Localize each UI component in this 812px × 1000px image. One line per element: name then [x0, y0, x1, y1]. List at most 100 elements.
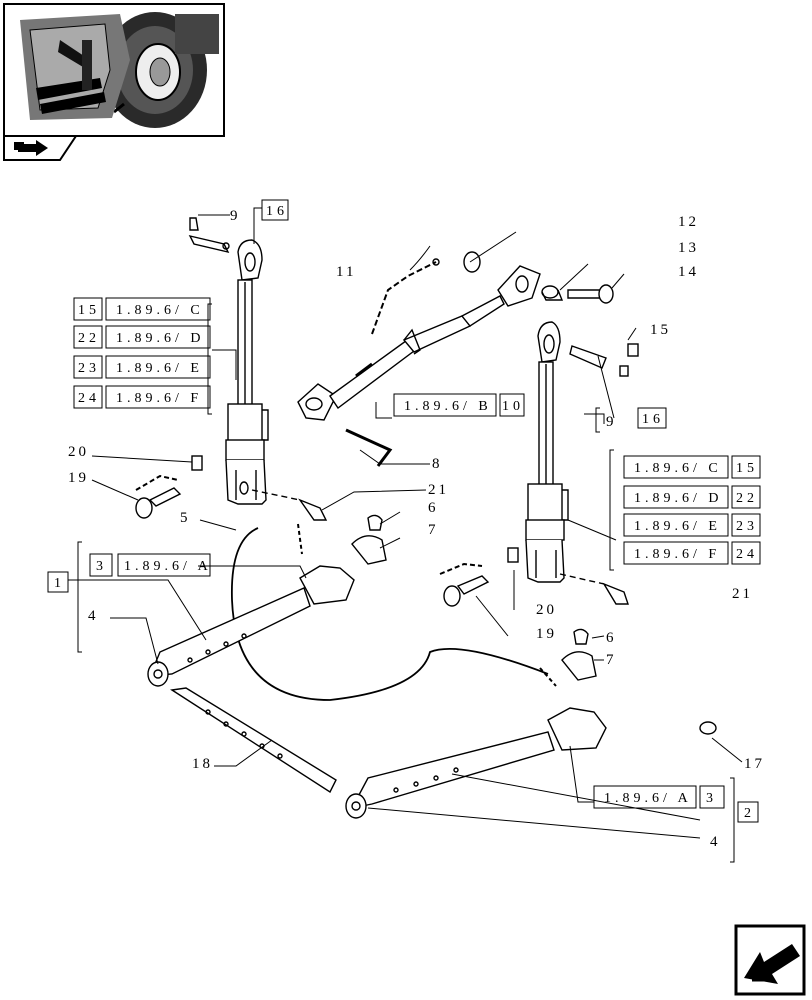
callout-19b: 19	[536, 626, 557, 642]
tractor-thumbnail-image	[6, 6, 222, 134]
top-link-pin	[567, 284, 614, 304]
right-lift-rod	[525, 321, 569, 583]
svg-text:3: 3	[706, 791, 717, 806]
svg-text:23: 23	[78, 361, 100, 376]
svg-text:23: 23	[736, 519, 758, 534]
ref-row[interactable]: 1.89.6/ C 15	[623, 455, 761, 479]
ref-right-arm[interactable]: 1.89.6/ A 3	[593, 785, 725, 809]
callout-17: 17	[744, 756, 765, 772]
callout-21a: 21	[428, 482, 449, 498]
next-page-arrow-icon	[744, 944, 800, 984]
svg-text:2: 2	[744, 806, 755, 821]
svg-text:1.89.6/ F: 1.89.6/ F	[634, 547, 720, 562]
ref-left-arm[interactable]: 3 1.89.6/ A	[89, 553, 212, 577]
callout-6b: 6	[606, 630, 617, 646]
top-link	[297, 265, 541, 421]
svg-text:10: 10	[502, 399, 524, 414]
section-tab[interactable]	[3, 135, 78, 161]
svg-text:16: 16	[266, 204, 288, 219]
left-lift-rod	[225, 239, 269, 505]
callout-20a: 20	[68, 444, 89, 460]
cap	[699, 721, 717, 735]
pin-right	[569, 343, 639, 377]
chain-pin-right	[439, 562, 490, 607]
ref-table-right: 1.89.6/ C 15 1.89.6/ D 22 1.89.6/ E 23 1…	[623, 455, 761, 565]
boxed-refs: 1 2 16 16 15 1.89.6/ C 22 1.8	[47, 199, 761, 823]
svg-text:1.89.6/ A: 1.89.6/ A	[124, 559, 212, 574]
ref-row[interactable]: 1.89.6/ F 24	[623, 541, 761, 565]
callout-15: 15	[650, 322, 671, 338]
clip-right	[507, 547, 519, 563]
left-lower-link-arm	[147, 565, 355, 687]
ref-row[interactable]: 23 1.89.6/ E	[73, 355, 211, 379]
ref-top-link[interactable]: 1.89.6/ B 10	[393, 393, 525, 417]
cable	[231, 527, 549, 701]
sleeve-6-right	[573, 628, 589, 645]
item-box-2[interactable]: 2	[737, 801, 759, 823]
ref-row[interactable]: 1.89.6/ E 23	[623, 513, 761, 537]
ref-row[interactable]: 24 1.89.6/ F	[73, 385, 211, 409]
pin-21-left	[251, 489, 328, 521]
svg-text:1: 1	[54, 576, 65, 591]
hitch-section-icon	[14, 140, 48, 156]
callout-21b: 21	[732, 586, 753, 602]
callout-4a: 4	[88, 608, 99, 624]
l-pin	[345, 428, 393, 467]
callout-14: 14	[678, 264, 699, 280]
svg-text:1.89.6/ C: 1.89.6/ C	[116, 303, 204, 318]
svg-text:1.89.6/ E: 1.89.6/ E	[634, 519, 721, 534]
item-box-16-right[interactable]: 16	[637, 407, 667, 429]
ref-row[interactable]: 15 1.89.6/ C	[73, 297, 211, 321]
svg-text:1.89.6/ A: 1.89.6/ A	[604, 791, 692, 806]
callout-9a: 9	[230, 208, 241, 224]
chain-pin-left	[135, 474, 182, 519]
clip-ring	[463, 251, 481, 273]
callout-labels: 9 11 12 13 14 15 9 8 20 19 21 6 7 5 4 20…	[68, 208, 765, 850]
callout-7a: 7	[428, 522, 439, 538]
callout-5: 5	[180, 510, 191, 526]
svg-text:1.89.6/ F: 1.89.6/ F	[116, 391, 202, 406]
svg-text:24: 24	[736, 547, 758, 562]
svg-text:22: 22	[78, 331, 100, 346]
right-lower-link-arm	[345, 707, 607, 819]
item-box-1[interactable]: 1	[47, 571, 69, 593]
pin-top-left	[188, 217, 230, 254]
svg-text:22: 22	[736, 491, 758, 506]
callout-12: 12	[678, 214, 699, 230]
svg-text:1.89.6/ C: 1.89.6/ C	[634, 461, 722, 476]
callout-20b: 20	[536, 602, 557, 618]
callout-13: 13	[678, 240, 699, 256]
top-link-chain	[371, 258, 440, 335]
svg-text:3: 3	[96, 559, 107, 574]
stabiliser-bar	[170, 687, 337, 794]
leader-lines	[68, 207, 743, 863]
ref-row[interactable]: 1.89.6/ D 22	[623, 485, 761, 509]
callout-6a: 6	[428, 500, 439, 516]
svg-text:1.89.6/ E: 1.89.6/ E	[116, 361, 203, 376]
callout-4b: 4	[710, 834, 721, 850]
clip-left	[191, 455, 203, 471]
next-page-button[interactable]	[734, 924, 806, 996]
svg-text:15: 15	[78, 303, 100, 318]
svg-text:1.89.6/ B: 1.89.6/ B	[404, 399, 492, 414]
svg-text:1.89.6/ D: 1.89.6/ D	[116, 331, 205, 346]
callout-11: 11	[336, 264, 356, 280]
svg-text:16: 16	[642, 412, 664, 427]
sleeve-6-left	[367, 514, 383, 531]
pin-21-right	[559, 573, 629, 605]
callout-9b: 9	[606, 414, 617, 430]
svg-text:1.89.6/ D: 1.89.6/ D	[634, 491, 723, 506]
ref-row[interactable]: 22 1.89.6/ D	[73, 325, 211, 349]
block-7-left	[351, 535, 387, 565]
item-box-16-top[interactable]: 16	[261, 199, 289, 221]
block-7-right	[561, 651, 597, 681]
callout-18: 18	[192, 756, 213, 772]
svg-text:24: 24	[78, 391, 100, 406]
ref-table-left: 15 1.89.6/ C 22 1.89.6/ D 23 1.89.6/ E 2…	[73, 297, 211, 409]
svg-text:15: 15	[736, 461, 758, 476]
thumbnail-frame	[3, 3, 225, 137]
bush	[541, 285, 564, 301]
callout-8: 8	[432, 456, 443, 472]
callout-19a: 19	[68, 470, 89, 486]
